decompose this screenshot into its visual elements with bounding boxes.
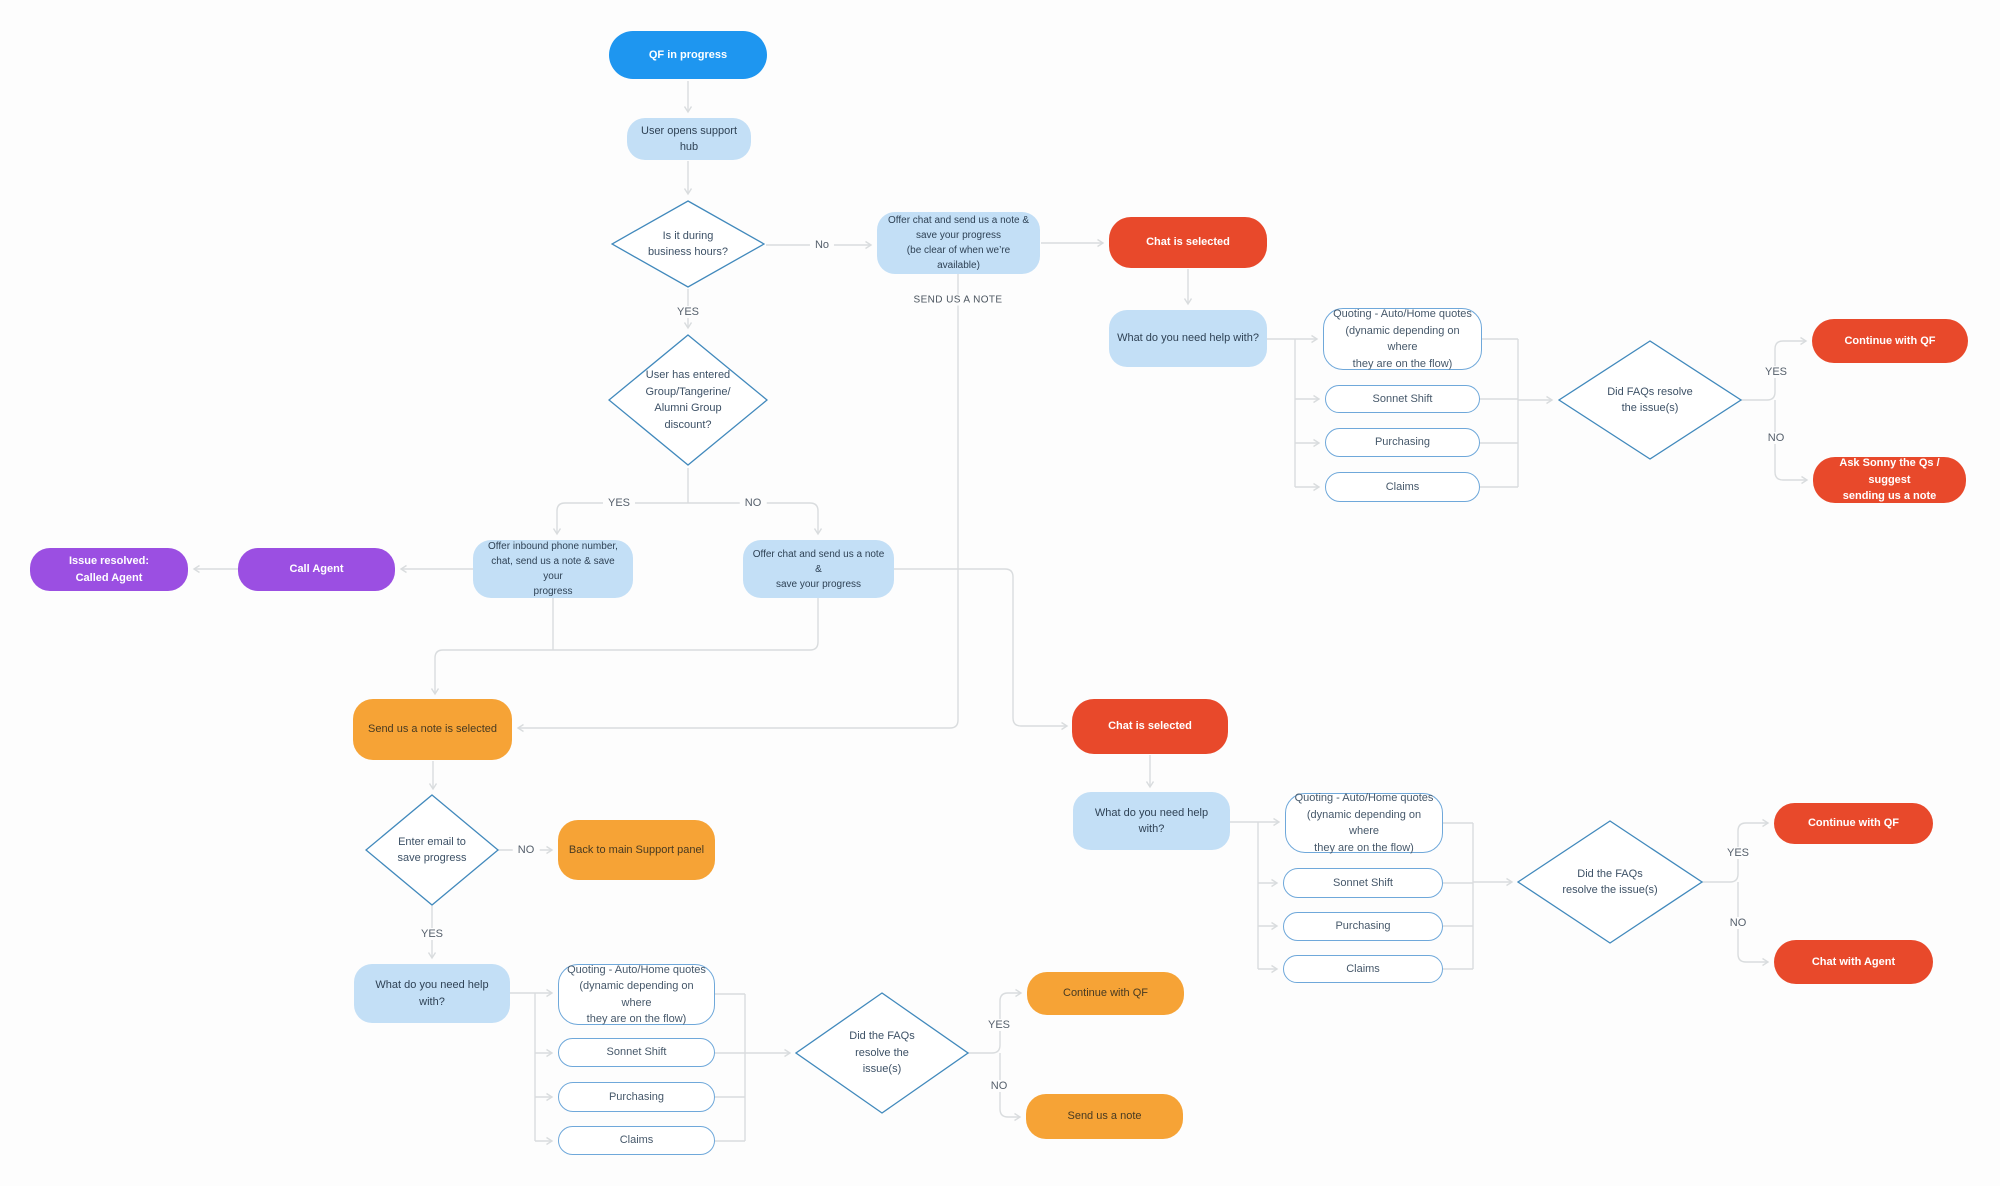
edge-label-send-us-a-note: SEND US A NOTE: [908, 294, 1008, 306]
node-offer-inbound[interactable]: Offer inbound phone number, chat, send u…: [473, 540, 633, 598]
edge-label-no-discount: NO: [739, 497, 767, 509]
decision-did-faqs-resolve-3[interactable]: Did the FAQs resolve the issue(s): [795, 992, 969, 1114]
node-continue-with-qf-3[interactable]: Continue with QF: [1027, 972, 1184, 1015]
node-offer-chat-mid[interactable]: Offer chat and send us a note & save you…: [743, 540, 894, 598]
option-claims-3[interactable]: Claims: [558, 1126, 715, 1155]
node-continue-with-qf-1[interactable]: Continue with QF: [1812, 319, 1968, 363]
node-send-us-a-note[interactable]: Send us a note: [1026, 1094, 1183, 1139]
node-chat-selected-mid[interactable]: Chat is selected: [1072, 699, 1228, 754]
node-user-opens-support-hub[interactable]: User opens support hub: [627, 118, 751, 160]
option-quoting-2[interactable]: Quoting - Auto/Home quotes (dynamic depe…: [1285, 792, 1443, 854]
option-purchasing-3[interactable]: Purchasing: [558, 1082, 715, 1112]
edge-label-yes-faq-2: YES: [1721, 847, 1755, 859]
node-what-help-2[interactable]: What do you need help with?: [1073, 792, 1230, 850]
node-send-note-selected[interactable]: Send us a note is selected: [353, 699, 512, 760]
edge-label-no-faq-2: NO: [1724, 917, 1752, 929]
option-claims-2[interactable]: Claims: [1283, 955, 1443, 983]
edge-label-no-faq-1: NO: [1762, 432, 1790, 444]
node-ask-sonny[interactable]: Ask Sonny the Qs / suggest sending us a …: [1813, 457, 1966, 503]
option-quoting-1[interactable]: Quoting - Auto/Home quotes (dynamic depe…: [1323, 308, 1482, 370]
node-chat-selected-top[interactable]: Chat is selected: [1109, 217, 1267, 268]
node-issue-resolved[interactable]: Issue resolved: Called Agent: [30, 548, 188, 591]
diamond-shape: [365, 794, 499, 906]
option-sonnet-shift-1[interactable]: Sonnet Shift: [1325, 385, 1480, 413]
diamond-shape: [795, 992, 969, 1114]
diamond-shape: [1558, 340, 1742, 460]
node-chat-with-agent[interactable]: Chat with Agent: [1774, 940, 1933, 984]
edge-label-no-faq-3: NO: [985, 1080, 1013, 1092]
node-what-help-1[interactable]: What do you need help with?: [1109, 310, 1267, 367]
decision-discount-check[interactable]: User has entered Group/Tangerine/ Alumni…: [608, 334, 768, 466]
option-sonnet-shift-3[interactable]: Sonnet Shift: [558, 1038, 715, 1067]
option-purchasing-1[interactable]: Purchasing: [1325, 428, 1480, 457]
option-purchasing-2[interactable]: Purchasing: [1283, 912, 1443, 941]
node-what-help-3[interactable]: What do you need help with?: [354, 964, 510, 1023]
decision-did-faqs-resolve-1[interactable]: Did FAQs resolve the issue(s): [1558, 340, 1742, 460]
node-continue-with-qf-2[interactable]: Continue with QF: [1774, 803, 1933, 844]
edge-label-yes-faq-1: YES: [1759, 366, 1793, 378]
diamond-shape: [611, 200, 765, 288]
node-call-agent[interactable]: Call Agent: [238, 548, 395, 591]
decision-did-faqs-resolve-2[interactable]: Did the FAQs resolve the issue(s): [1517, 820, 1703, 944]
option-sonnet-shift-2[interactable]: Sonnet Shift: [1283, 868, 1443, 898]
diamond-shape: [608, 334, 768, 466]
diamond-shape: [1517, 820, 1703, 944]
edge-label-yes-email: YES: [415, 928, 449, 940]
option-claims-1[interactable]: Claims: [1325, 472, 1480, 502]
node-qf-in-progress[interactable]: QF in progress: [609, 31, 767, 79]
option-quoting-3[interactable]: Quoting - Auto/Home quotes (dynamic depe…: [558, 964, 715, 1025]
node-back-to-support[interactable]: Back to main Support panel: [558, 820, 715, 880]
edge-label-yes-business-hours: YES: [671, 306, 705, 318]
edge-label-yes-faq-3: YES: [982, 1019, 1016, 1031]
decision-enter-email[interactable]: Enter email to save progress: [365, 794, 499, 906]
edge-label-no-business-hours: No: [809, 239, 835, 251]
edge-label-yes-discount: YES: [602, 497, 636, 509]
node-offer-chat-note-hours[interactable]: Offer chat and send us a note & save you…: [877, 212, 1040, 274]
edge-label-no-email: NO: [512, 844, 540, 856]
decision-business-hours[interactable]: Is it during business hours?: [611, 200, 765, 288]
